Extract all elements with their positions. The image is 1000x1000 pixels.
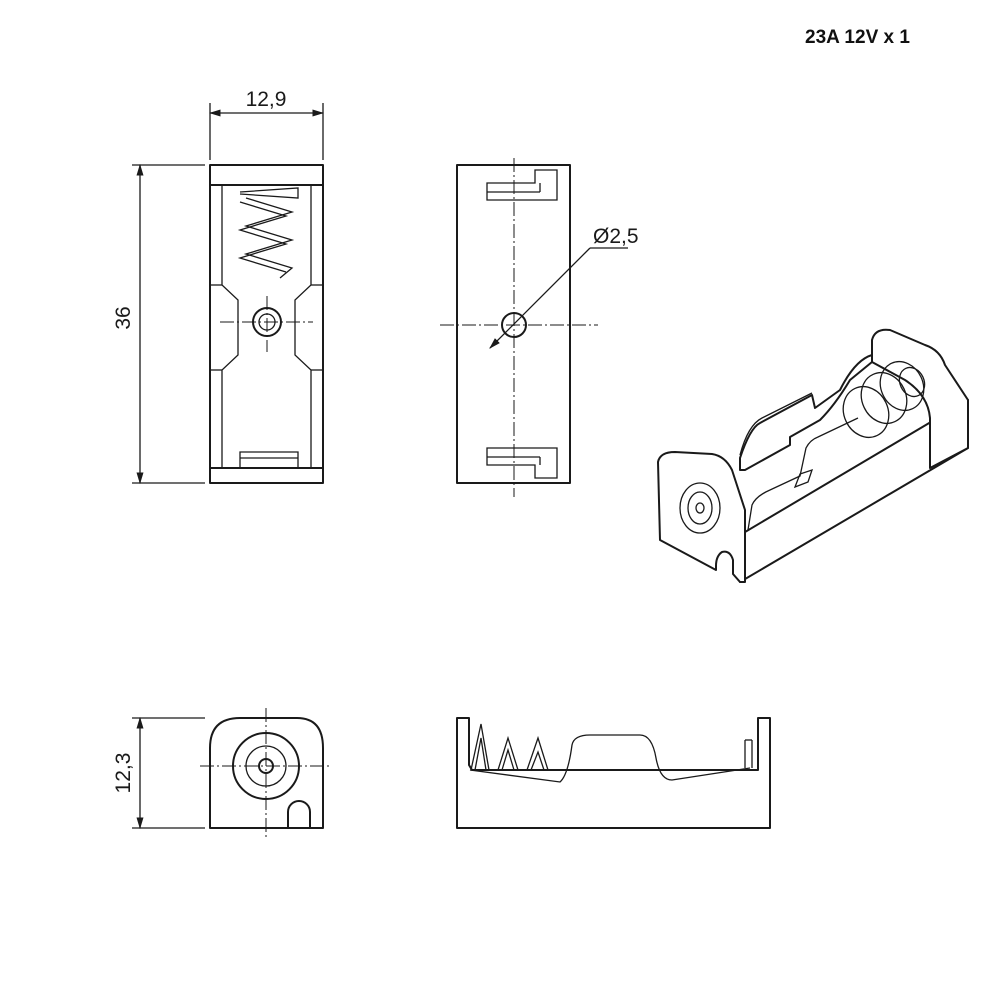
top-view [209, 164, 324, 484]
length-dimension: 36 [112, 163, 205, 485]
front-view [200, 708, 330, 840]
spring [237, 187, 299, 279]
height-dimension: 12,3 [112, 716, 205, 830]
drawing-title: 23A 12V x 1 [805, 27, 910, 48]
length-label: 36 [112, 306, 135, 329]
isometric-view [657, 328, 969, 583]
width-dimension: 12,9 [208, 88, 325, 160]
width-label: 12,9 [246, 88, 287, 111]
bottom-view [440, 158, 598, 497]
diameter-label: Ø2,5 [593, 225, 639, 248]
side-view [456, 717, 771, 829]
height-label: 12,3 [112, 753, 135, 794]
diameter-dimension: Ø2,5 [489, 225, 639, 349]
